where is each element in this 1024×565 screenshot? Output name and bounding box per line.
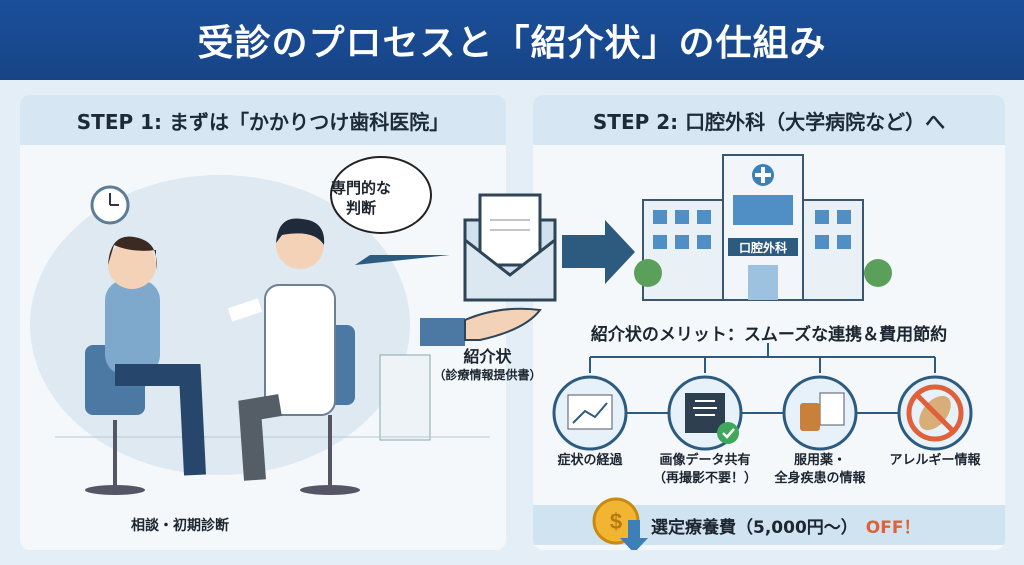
- check-icon: [717, 422, 739, 444]
- step2-title: STEP 2: 口腔外科（大学病院など）へ: [533, 95, 1005, 145]
- hospital-sign: 口腔外科: [738, 241, 787, 255]
- benefit-image-sharing: 画像データ共有（再撮影不要！）: [652, 453, 757, 486]
- patient: [85, 236, 206, 495]
- coin-down-icon: $: [592, 497, 648, 550]
- step1-title: STEP 1: まずは「かかりつけ歯科医院」: [20, 95, 506, 145]
- no-allergy-icon: [897, 375, 973, 451]
- hospital-illustration: [552, 154, 973, 451]
- cost-text: 選定療養費（5,000円〜）: [651, 517, 858, 538]
- title-text: 受診のプロセスと「紹介状」の仕組み: [197, 23, 827, 64]
- letter-sublabel: （診療情報提供書）: [433, 368, 542, 382]
- off-badge: OFF！: [865, 517, 921, 538]
- step1-caption: 相談・初期診断: [131, 518, 229, 534]
- clinic-illustration: [30, 156, 490, 495]
- arrow-right-icon: [562, 220, 635, 284]
- envelope-icon: [463, 193, 557, 302]
- step2-panel: STEP 2: 口腔外科（大学病院など）へ 口腔外科 紹介状のメリット：スムーズ…: [533, 95, 1005, 550]
- hand-icon: [420, 307, 542, 346]
- chart-icon: [552, 375, 628, 451]
- dentist: [227, 218, 360, 495]
- benefits-title: 紹介状のメリット：スムーズな連携＆費用節約: [590, 325, 948, 345]
- flow-arrow: [355, 255, 450, 265]
- benefit-allergy: アレルギー情報: [889, 453, 981, 468]
- clock-icon: [90, 185, 130, 225]
- speech-bubble: [330, 156, 432, 234]
- speech-text: 専門的な判断: [331, 179, 392, 217]
- xray-icon: [667, 375, 743, 451]
- referral-letter-illustration: [420, 193, 635, 346]
- svg-text:$: $: [610, 509, 622, 534]
- benefit-medication: 服用薬・全身疾患の情報: [774, 453, 866, 486]
- letter-label: 紹介状: [463, 347, 512, 366]
- page-title: 受診のプロセスと「紹介状」の仕組み: [0, 0, 1024, 80]
- benefit-symptoms: 症状の経過: [557, 453, 623, 468]
- medicine-icon: [782, 375, 858, 451]
